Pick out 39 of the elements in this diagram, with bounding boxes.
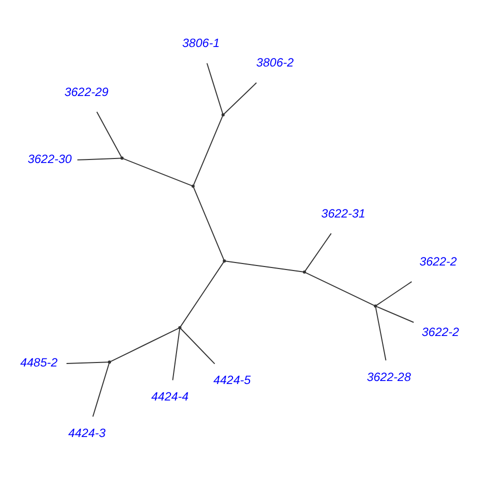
node-text: 3622-2 (419, 254, 457, 269)
node-point (178, 326, 182, 330)
connector (304, 272, 375, 306)
node-point (222, 259, 226, 263)
connector (224, 82, 257, 114)
node-text: 4424-5 (213, 373, 251, 388)
connector (110, 328, 180, 362)
connector (375, 306, 386, 361)
connector (122, 158, 192, 186)
connector (96, 111, 122, 158)
node-point (222, 113, 225, 116)
node-point (108, 360, 112, 364)
node-point (120, 156, 124, 160)
node-point (374, 304, 378, 308)
node-text: 4485-2 (20, 356, 58, 370)
node-text: 3622-29 (64, 84, 108, 99)
connector (376, 281, 412, 306)
node-text: 3622-2 (422, 325, 460, 340)
connector (193, 186, 224, 260)
node-text: 3622-30 (28, 152, 72, 166)
node-point (302, 270, 306, 274)
node-text: 3622-28 (366, 370, 411, 384)
connector (206, 62, 224, 114)
connector (180, 262, 224, 328)
node-text: 3806-1 (182, 36, 220, 50)
connector (66, 362, 109, 364)
connector (180, 328, 216, 364)
node-text: 4424-4 (151, 389, 189, 404)
node-text: 4424-3 (68, 426, 106, 440)
node-text: 3806-2 (256, 56, 294, 70)
node-point (192, 184, 195, 188)
connector (304, 232, 332, 272)
connector (193, 115, 224, 186)
connector (172, 328, 180, 381)
connector (92, 362, 110, 418)
connector (225, 260, 304, 272)
connector (376, 306, 414, 323)
node-text: 3622-31 (321, 206, 366, 220)
connector (76, 158, 122, 160)
